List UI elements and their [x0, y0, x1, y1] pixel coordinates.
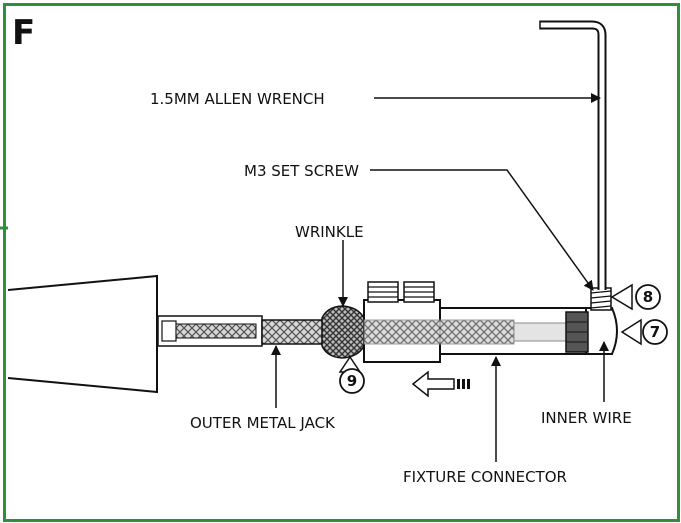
push-direction-arrow [411, 370, 470, 398]
callout-8-number: 8 [643, 288, 653, 306]
allen-wrench [539, 20, 607, 290]
label-set-screw: M3 SET SCREW [244, 162, 359, 180]
outer-metal-jack [261, 319, 325, 345]
panel-letter: F [12, 13, 35, 53]
callout-7 [620, 318, 668, 346]
m3-set-screw [590, 287, 612, 311]
fixture-body [7, 274, 158, 394]
clamp-screw-left [367, 281, 399, 303]
label-wrinkle: WRINKLE [295, 223, 364, 241]
callout-7-number: 7 [650, 323, 660, 341]
diagram-frame [3, 3, 680, 522]
callout-9-number: 9 [347, 372, 357, 390]
ferrule-lip [161, 320, 177, 342]
braid-wrinkle [321, 305, 365, 359]
connector-tip [585, 307, 618, 355]
callout-8 [610, 283, 661, 311]
label-outer-metal-jack: OUTER METAL JACK [190, 414, 336, 432]
label-allen-wrench: 1.5MM ALLEN WRENCH [150, 90, 325, 108]
label-inner-wire: INNER WIRE [541, 409, 632, 427]
ferrule-braid [175, 323, 257, 339]
label-fixture-connector: FIXTURE CONNECTOR [403, 468, 567, 486]
leader-set-screw [370, 169, 594, 291]
clamp-screw-right [403, 281, 435, 303]
connector-braid [363, 319, 515, 345]
callout-9 [338, 355, 365, 394]
